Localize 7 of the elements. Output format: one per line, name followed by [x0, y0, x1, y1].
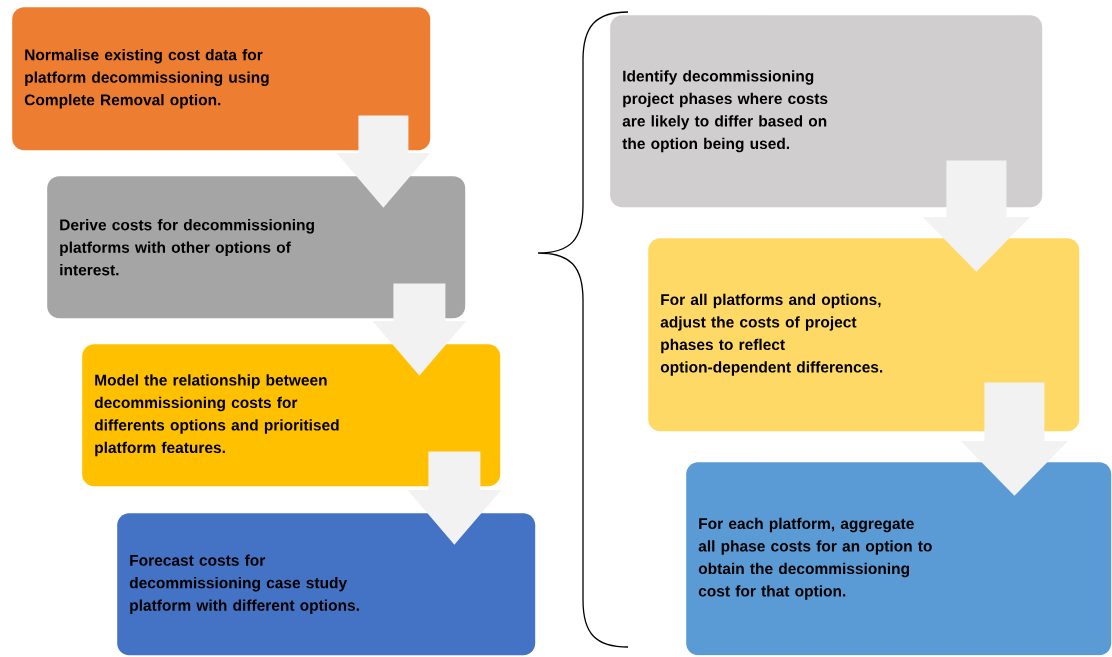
process-box: Derive costs for decommissioning platforms with other options of interest.	[47, 176, 466, 319]
process-box: Normalise existing cost data for platform decommissioning using Complete Removal option.	[12, 7, 431, 151]
process-box: For all platforms and options, adjust the costs of project phases to reflect option-dependent differences.	[648, 238, 1080, 432]
process-box: For each platform, aggregate all phase costs for an option to obtain the decommissioning cost for that option.	[686, 462, 1112, 656]
process-box: Forecast costs for decommissioning case study platform with different options.	[117, 513, 536, 656]
process-box: Identify decommissioning project phases where costs are likely to differ based on the option being used.	[610, 15, 1043, 208]
process-box: Model the relationship between decommissioning costs for differents options and prioritised platform features.	[82, 344, 501, 487]
